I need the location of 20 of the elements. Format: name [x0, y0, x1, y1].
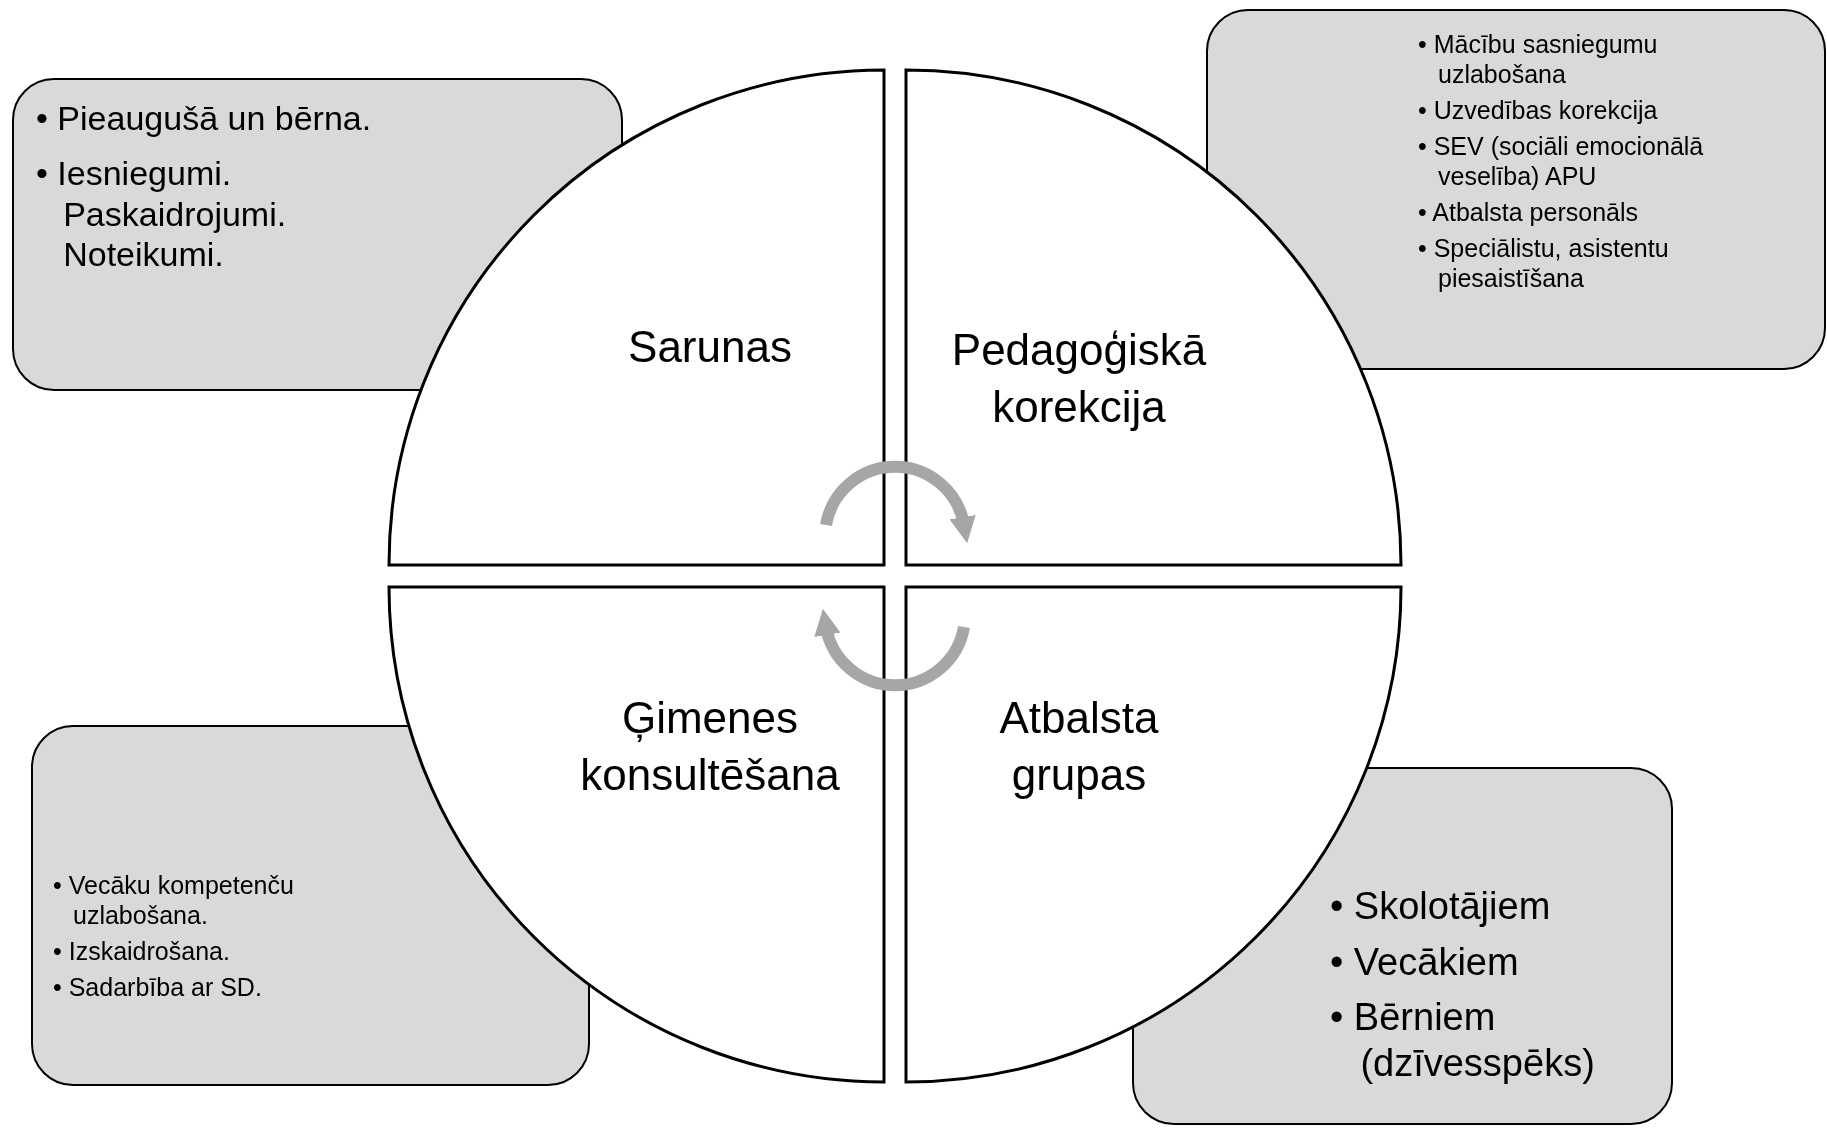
bullet-text: • Speciālistu, asistentu piesaistīšana [1418, 233, 1670, 293]
segment-label: Sarunas [627, 321, 793, 373]
bullet-text: • Bērniem (dzīvesspēks) [1330, 995, 1596, 1086]
bullet-text: • Mācību sasniegumu uzlabošana [1418, 29, 1659, 89]
segment-label: Atbalsta grupas [998, 692, 1160, 802]
bullet-text: • Sadarbība ar SD. [53, 972, 263, 1002]
bullet-text: • Skolotājiem [1330, 884, 1552, 929]
bullet-text: • Uzvedības korekcija [1418, 95, 1659, 125]
info-card [1206, 9, 1826, 370]
bullet-text: • Vecākiem [1330, 939, 1520, 985]
bullet-text: • Izskaidrošana. [53, 936, 231, 966]
segment-label: Pedagoģiskā korekcija [950, 324, 1208, 434]
cycle-arrow [815, 609, 970, 692]
bullet-text: • Iesniegumi. Paskaidrojumi. Noteikumi. [36, 152, 288, 276]
segment-label: Ģimenes konsultēšana [579, 692, 841, 802]
bullet-text: • Vecāku kompetenču uzlabošana. [53, 870, 295, 930]
bullet-text: • SEV (sociāli emocionālā veselība) APU [1418, 131, 1705, 191]
cycle-arrow [820, 460, 975, 543]
bullet-text: • Pieaugušā un bērna. [36, 98, 373, 139]
bullet-text: • Atbalsta personāls [1418, 197, 1639, 227]
